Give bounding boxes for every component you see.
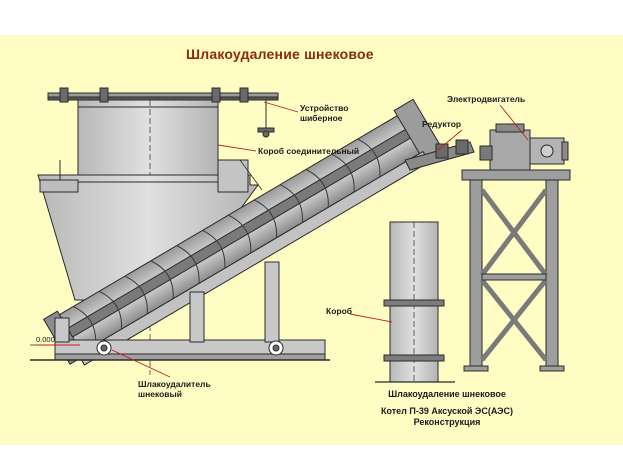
- connecting-box: [77, 99, 219, 375]
- drive-shaft: [404, 139, 475, 171]
- label-gate-device: Устройство шиберное: [300, 103, 348, 123]
- electric-motor: [529, 137, 569, 165]
- label-screw-remover-line2: шнековый: [138, 389, 182, 399]
- label-connecting-box: Короб соединительный: [258, 146, 360, 156]
- level-mark: 0.000: [36, 335, 55, 344]
- conveyor-frame: [30, 261, 330, 361]
- caption-block: Шлакоудаление шнековое Котел П-39 Аксуск…: [372, 389, 522, 428]
- label-screw-remover-line1: Шлакоудалитель: [138, 379, 211, 389]
- caption-line3: Реконструкция: [413, 417, 481, 427]
- label-electric-motor: Электродвигатель: [447, 94, 526, 104]
- label-box: Короб: [326, 306, 353, 316]
- reducer: [479, 123, 531, 171]
- caption-line1: Шлакоудаление шнековое: [388, 389, 506, 399]
- leader-lines: [36, 101, 529, 378]
- diagram-title: Шлакоудаление шнековое: [186, 46, 374, 62]
- screw-conveyor: [42, 98, 443, 366]
- label-gate-device-line1: Устройство: [300, 103, 349, 113]
- label-reducer: Редуктор: [422, 119, 462, 129]
- drive-support-tower: [461, 169, 571, 372]
- caption-line2: Котел П-39 Аксуской ЭС(АЭС): [380, 406, 514, 416]
- hopper: [37, 159, 263, 301]
- gate-device: [47, 87, 279, 138]
- label-screw-remover: Шлакоудалитель шнековый: [138, 379, 211, 399]
- box: [375, 221, 455, 383]
- label-gate-device-line2: шиберное: [300, 113, 343, 123]
